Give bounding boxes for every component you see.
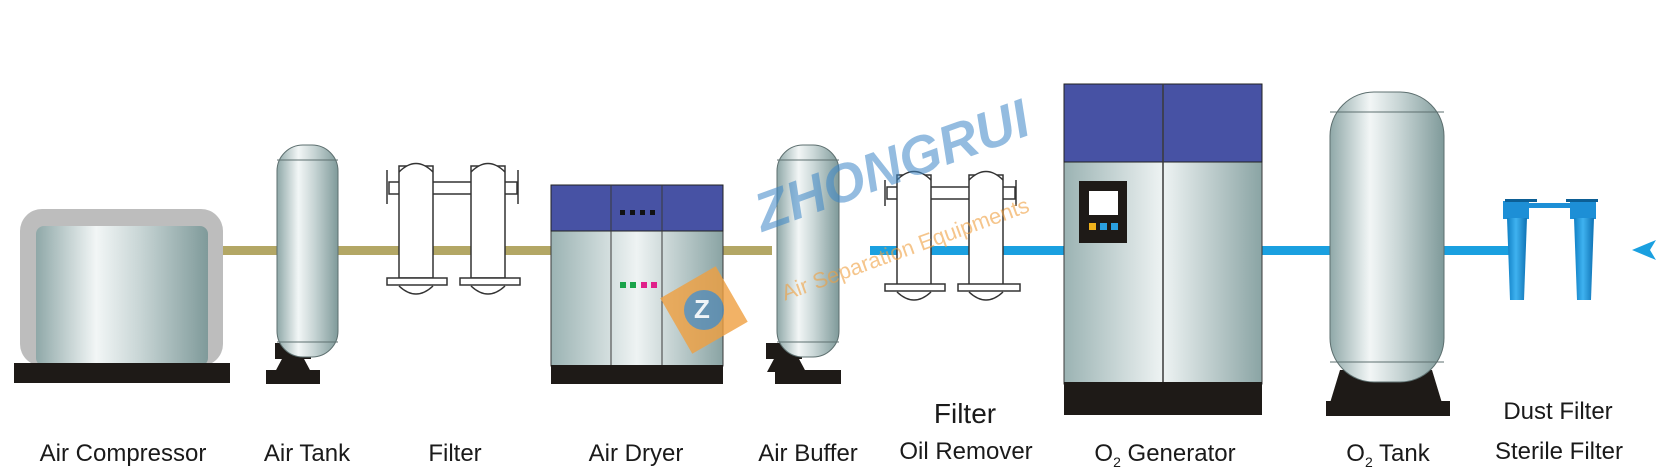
- o2-tank-unit: [1326, 91, 1450, 416]
- o2-generator-unit: [1063, 83, 1263, 415]
- filter-unit: [386, 162, 521, 295]
- air-tank-unit: [266, 144, 339, 384]
- label-o2-generator: O2 Generator: [1094, 440, 1236, 470]
- label-air-dryer: Air Dryer: [588, 440, 684, 467]
- label-air-compressor: Air Compressor: [39, 440, 207, 467]
- final-filters-unit: [1503, 199, 1598, 300]
- label-air-tank: Air Tank: [263, 440, 351, 467]
- label-oil-remover-filter: Filter: [933, 398, 997, 429]
- watermark-logo: [660, 266, 748, 354]
- label-air-buffer: Air Buffer: [758, 440, 858, 467]
- label-dust-filter: Dust Filter: [1503, 398, 1613, 425]
- air-compressor-unit: [14, 209, 230, 383]
- label-filter: Filter: [428, 440, 482, 467]
- label-sterile-filter: Sterile Filter: [1494, 438, 1624, 465]
- oil-remover-unit: [884, 170, 1021, 301]
- control-panel: [1079, 181, 1127, 243]
- label-o2-tank: O2 Tank: [1346, 440, 1430, 470]
- air-buffer-unit: [766, 144, 841, 384]
- label-oil-remover: Oil Remover: [899, 438, 1033, 465]
